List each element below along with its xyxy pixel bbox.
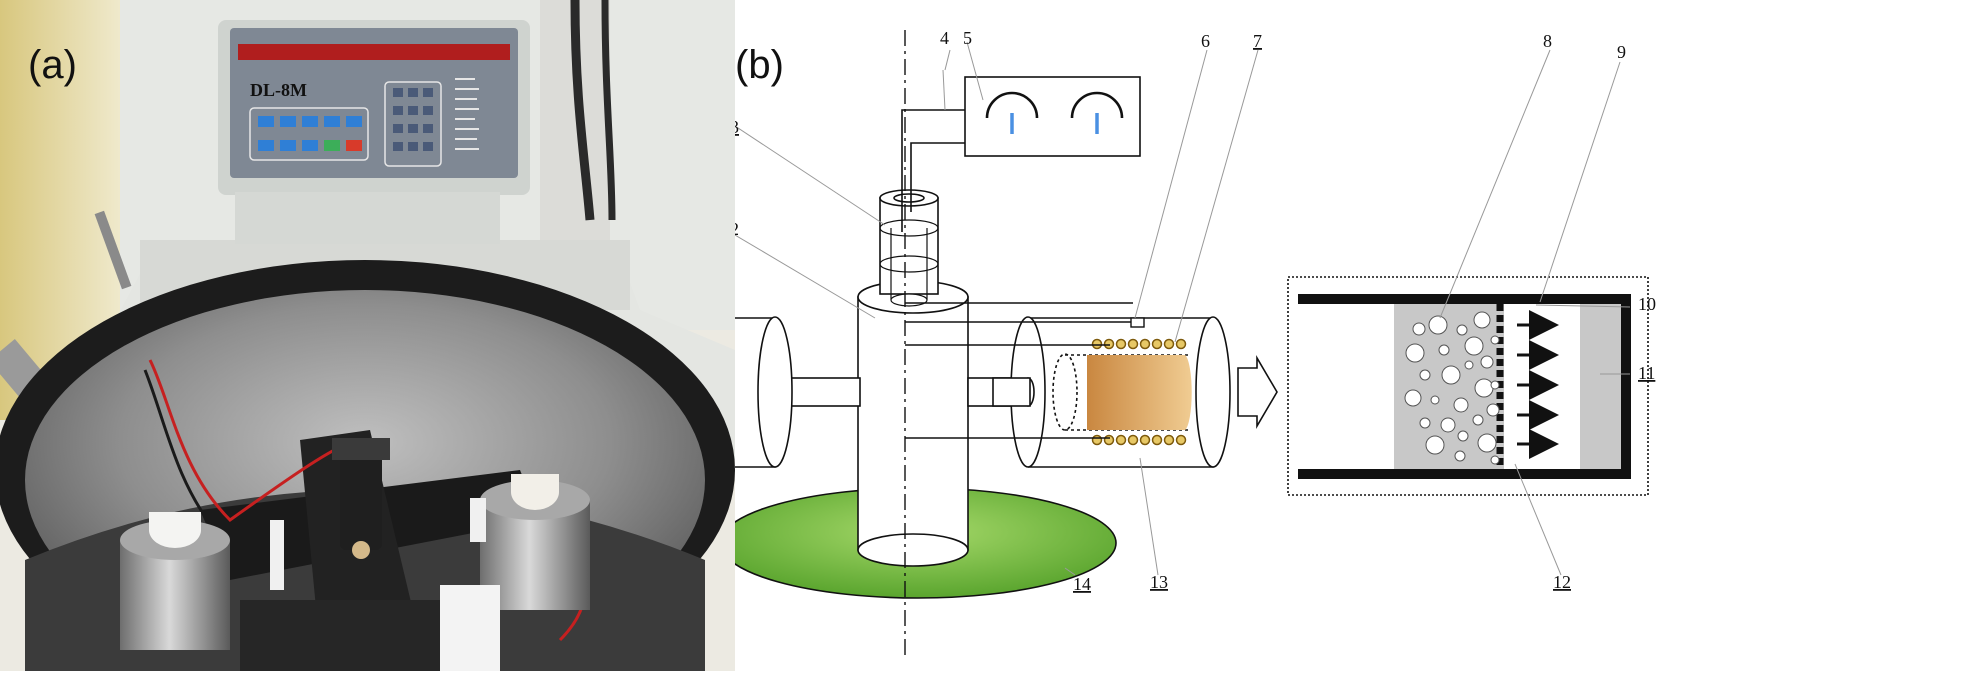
sensor-6 (1130, 317, 1145, 328)
schematic-panel-b: (b) (607, 0, 1969, 671)
gauge-dial-right (1070, 91, 1124, 134)
callout-2: 2 (735, 219, 739, 239)
led-display (238, 44, 510, 60)
bubbles (1404, 311, 1500, 465)
inset-detail (1287, 276, 1649, 496)
sample-specimen (1087, 355, 1192, 430)
zoom-arrow (1237, 355, 1278, 429)
leader-lines (619, 41, 1631, 576)
keypad-left (258, 116, 362, 151)
counterweight-cylinder (607, 316, 861, 468)
central-shaft (857, 296, 969, 551)
callout-11: 11 (1638, 363, 1655, 383)
callout-12: 12 (1553, 572, 1571, 592)
flow-arrows (1517, 310, 1559, 459)
callout-7: 7 (1253, 31, 1262, 51)
measurement-meter (964, 76, 1141, 157)
photo-panel-a: DL-8M (0, 0, 735, 676)
gauge-dial-left (985, 91, 1039, 134)
callout-5: 5 (963, 28, 972, 48)
slip-ring-connector (879, 189, 939, 307)
keypad-right (393, 88, 433, 151)
callout-8: 8 (1543, 31, 1552, 51)
callout-13: 13 (1150, 572, 1168, 592)
callout-10: 10 (1638, 294, 1656, 314)
schematic-diagram: (b) (607, 28, 1656, 655)
panel-label-a: (a) (28, 43, 77, 87)
callout-4: 4 (940, 28, 949, 48)
centrifuge-photo: DL-8M (0, 0, 735, 676)
coil-top (1091, 338, 1187, 350)
device-model-label: DL-8M (250, 80, 307, 100)
callout-6: 6 (1201, 31, 1210, 51)
panel-label-b: (b) (735, 43, 784, 87)
callout-9: 9 (1617, 42, 1626, 62)
central-sensor (340, 440, 382, 550)
callout-3: 3 (735, 117, 739, 137)
callout-14: 14 (1073, 574, 1091, 594)
